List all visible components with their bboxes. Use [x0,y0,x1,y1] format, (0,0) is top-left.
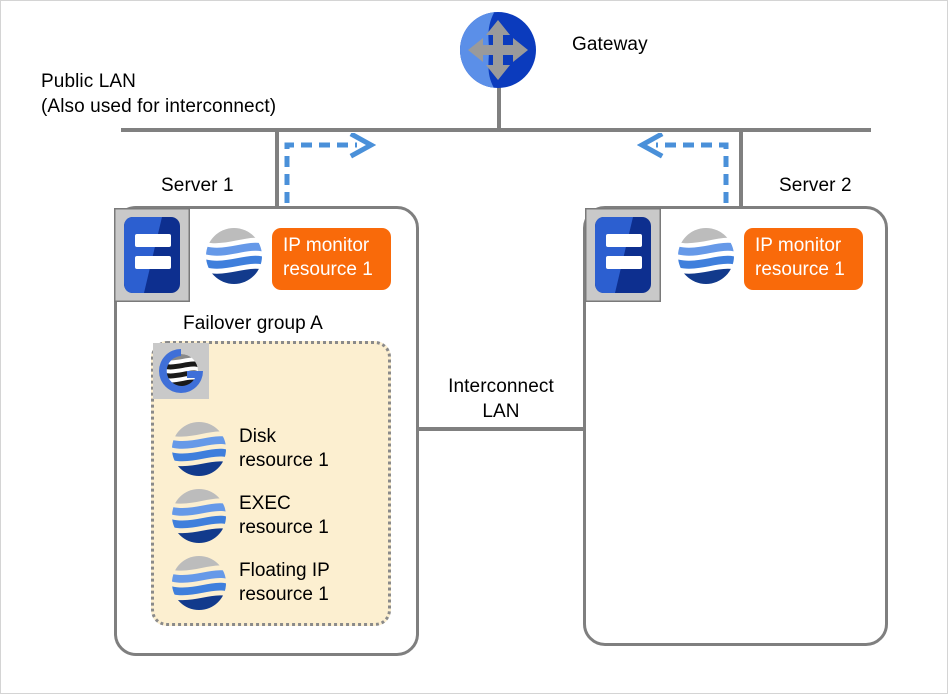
gateway-drop-line [497,81,501,131]
list-item-floating-ip-resource: Floating IP resource 1 [171,555,330,611]
gateway-label: Gateway [572,34,648,55]
resource-sphere-icon [677,227,735,285]
failover-group-label: Failover group A [183,313,323,334]
list-item-label: EXEC resource 1 [239,493,329,538]
resource-sphere-icon [171,555,227,611]
list-item-label: Disk resource 1 [239,426,329,471]
public-lan-label: Public LAN (Also used for interconnect) [41,71,277,117]
server1-label: Server 1 [161,175,234,196]
server2-label: Server 2 [779,175,852,196]
ip-monitor-chip-server1: IP monitor resource 1 [272,228,391,290]
interconnect-lan-line [417,427,585,431]
server1-drop-line [275,128,279,208]
server-icon [114,208,190,302]
monitor-arrow-left [637,133,732,205]
resource-sphere-icon [205,227,263,285]
list-item-disk-resource: Disk resource 1 [171,421,329,477]
server-icon [585,208,661,302]
server2-drop-line [739,128,743,208]
public-lan-line [121,128,871,132]
failover-group-icon [153,343,209,399]
resource-sphere-icon [171,421,227,477]
gateway-icon [459,11,537,89]
monitor-arrow-right [281,133,376,205]
ip-monitor-chip-server2: IP monitor resource 1 [744,228,863,290]
interconnect-lan-label: Interconnect LAN [448,376,554,422]
list-item-exec-resource: EXEC resource 1 [171,488,329,544]
list-item-label: Floating IP resource 1 [239,560,330,605]
resource-sphere-icon [171,488,227,544]
